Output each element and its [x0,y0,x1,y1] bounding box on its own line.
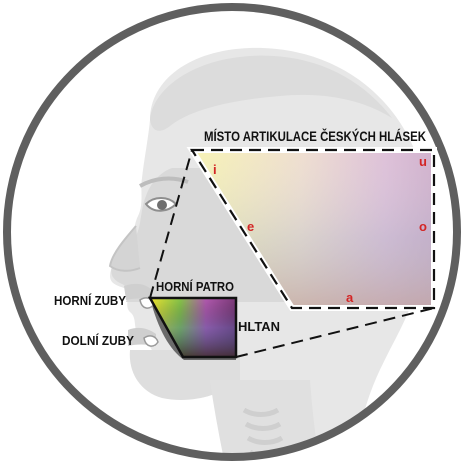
vowel-e: e [247,219,254,234]
projection-lines [149,149,435,358]
vowel-u: u [419,154,427,169]
outer-ring [3,3,461,461]
vowel-o: o [419,219,427,234]
page-title: MÍSTO ARTIKULACE ČESKÝCH HLÁSEK [204,129,426,144]
label-pharynx: HLTAN [238,320,280,334]
label-upper-teeth: HORNÍ ZUBY [54,293,127,308]
projection-line-bottom-right [235,307,435,358]
vowel-area-frame [190,148,436,310]
projection-line-top-left [149,149,193,299]
label-palate: HORNÍ PATRO [156,279,234,294]
label-lower-teeth: DOLNÍ ZUBY [62,333,135,348]
vowel-area [186,147,437,311]
mouth-area [147,296,238,359]
vowel-area-shade [192,150,434,308]
mouth-area-shade [150,298,236,357]
vowel-a: a [346,290,354,305]
vowel-i: i [213,162,217,177]
